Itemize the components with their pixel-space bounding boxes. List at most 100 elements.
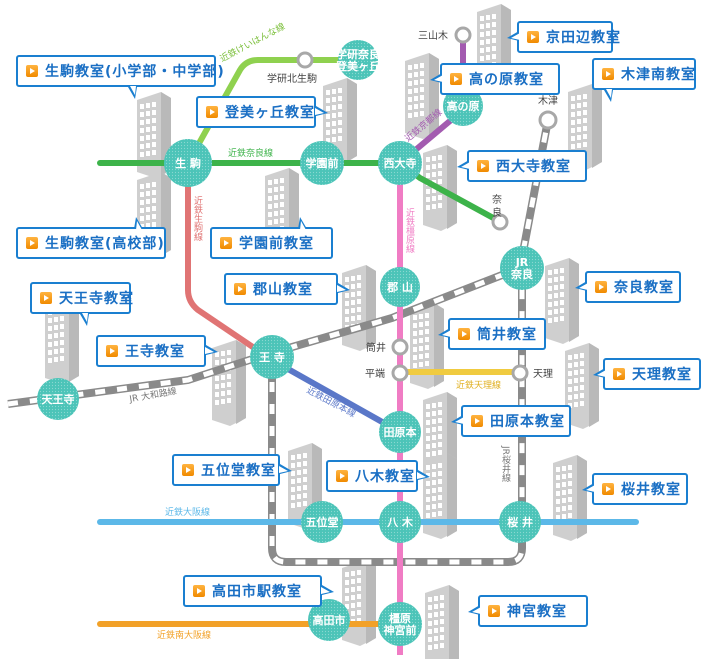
station-disc-texture — [380, 267, 420, 307]
classroom-label: 高田市駅教室 — [212, 584, 302, 600]
classroom-link-saidaiji[interactable]: 西大寺教室 — [457, 150, 587, 182]
classroom-link-sakurai[interactable]: 桜井教室 — [582, 473, 688, 505]
classroom-link-nara[interactable]: 奈良教室 — [575, 271, 681, 303]
classroom-label: 筒井教室 — [477, 327, 537, 343]
station-name: 五位堂 — [306, 515, 339, 529]
play-arrow-icon — [193, 585, 205, 597]
station-koriyama[interactable]: 郡 山 — [380, 267, 420, 307]
station-name: 学園前 — [306, 156, 339, 170]
classroom-link-takanohara[interactable]: 高の原教室 — [430, 63, 560, 95]
classroom-label: 田原本教室 — [490, 414, 565, 430]
station-name: 天王寺 — [42, 392, 75, 406]
classroom-link-jingu[interactable]: 神宮教室 — [468, 595, 588, 627]
station-name: 桜 井 — [507, 515, 533, 529]
minor-station-kizu[interactable]: 木津 — [538, 95, 558, 130]
classroom-link-tsutsui[interactable]: 筒井教室 — [438, 318, 546, 350]
play-arrow-icon — [471, 415, 483, 427]
building-icon — [553, 455, 587, 541]
station-label: 筒井 — [366, 341, 386, 354]
classroom-link-koriyama[interactable]: 郡山教室 — [224, 273, 350, 305]
station-label: 木津 — [538, 95, 558, 107]
station-label: 平端 — [365, 367, 385, 380]
station-tawaramoto[interactable]: 田原本 — [379, 411, 421, 453]
classroom-label: 奈良教室 — [614, 280, 674, 296]
building-icon — [342, 560, 376, 646]
line-label-minami-osaka: 近鉄南大阪線 — [157, 629, 211, 641]
play-arrow-icon — [527, 31, 539, 43]
station-name: 奈良 — [510, 267, 533, 281]
minor-station-tenri[interactable]: 天理 — [511, 364, 553, 382]
classroom-link-ikoma-jr[interactable]: 生駒教室(小学部・中学部) — [16, 55, 224, 99]
play-arrow-icon — [206, 106, 218, 118]
station-tennoji[interactable]: 天王寺 — [37, 378, 79, 420]
classroom-link-tomigaoka[interactable]: 登美ヶ丘教室 — [196, 96, 328, 128]
station-disc-texture — [500, 246, 544, 290]
classroom-link-kyotanabe[interactable]: 京田辺教室 — [507, 21, 620, 53]
station-disc-texture — [301, 501, 343, 543]
classroom-link-tennoji[interactable]: 天王寺教室 — [30, 282, 134, 326]
station-ikoma[interactable]: 生 駒 — [164, 139, 212, 187]
station-name: 王 寺 — [259, 350, 285, 364]
classroom-link-goido[interactable]: 五位堂教室 — [172, 454, 292, 486]
station-label: 奈 良 — [490, 193, 502, 218]
classroom-link-takadashi[interactable]: 高田市駅教室 — [183, 575, 334, 607]
play-arrow-icon — [613, 368, 625, 380]
play-arrow-icon — [458, 328, 470, 340]
station-label: 天理 — [533, 368, 553, 380]
play-arrow-icon — [26, 237, 38, 249]
classroom-label: 神宮教室 — [507, 604, 567, 620]
classroom-link-tenri[interactable]: 天理教室 — [593, 358, 701, 390]
station-oji[interactable]: 王 寺 — [250, 335, 294, 379]
play-arrow-icon — [336, 470, 348, 482]
station-disc-texture — [300, 141, 344, 185]
play-arrow-icon — [477, 160, 489, 172]
station-disc-texture — [443, 86, 483, 126]
classroom-link-tawaramoto[interactable]: 田原本教室 — [451, 405, 571, 437]
classroom-link-oji[interactable]: 王寺教室 — [96, 335, 218, 367]
classroom-link-ikoma-hs[interactable]: 生駒教室(高校部) — [16, 217, 166, 259]
station-saidaiji[interactable]: 西大寺 — [378, 141, 422, 185]
station-disc-texture — [379, 411, 421, 453]
classroom-label: 生駒教室(高校部) — [45, 236, 165, 252]
station-label: 学研北生駒 — [267, 72, 317, 85]
station-yagi[interactable]: 八 木 — [379, 501, 421, 543]
play-arrow-icon — [106, 345, 118, 357]
station-name: 高の原 — [447, 99, 480, 113]
station-disc-texture — [250, 335, 294, 379]
classroom-link-gakuenmae[interactable]: 学園前教室 — [210, 217, 333, 259]
building-icon — [425, 585, 459, 659]
classroom-label: 桜井教室 — [621, 482, 681, 498]
classroom-link-kizuminami[interactable]: 木津南教室 — [592, 58, 696, 102]
classroom-label: 五位堂教室 — [201, 463, 276, 479]
play-arrow-icon — [40, 292, 52, 304]
station-ring-icon — [391, 364, 409, 382]
minor-station-kintetsu-nara[interactable]: 奈 良 — [490, 193, 509, 231]
line-label-ikoma: 近鉄生駒線 — [192, 195, 203, 241]
minor-station-tsutsui[interactable]: 筒井 — [366, 338, 409, 356]
classroom-label: 学園前教室 — [239, 236, 314, 252]
classroom-label: 八木教室 — [355, 469, 415, 485]
minor-station-yamadagawa[interactable]: 三山木 — [418, 26, 472, 44]
station-ring-icon — [491, 213, 509, 231]
station-disc-texture — [37, 378, 79, 420]
station-name: JR — [515, 256, 529, 269]
building-icon — [410, 303, 444, 389]
station-goido[interactable]: 五位堂 — [301, 501, 343, 543]
station-gakuenmae[interactable]: 学園前 — [300, 141, 344, 185]
station-takadashi[interactable]: 高田市 — [308, 599, 350, 641]
minor-station-hirahata[interactable]: 平端 — [365, 364, 409, 382]
minor-station-gakken-kita-ikoma[interactable]: 学研北生駒 — [267, 51, 317, 85]
station-takanohara[interactable]: 高の原 — [443, 86, 483, 126]
building-icon — [423, 453, 457, 539]
station-name: 西大寺 — [384, 156, 417, 170]
line-kintetsu-keihanna — [185, 57, 360, 165]
station-sakurai[interactable]: 桜 井 — [499, 501, 541, 543]
classroom-label: 天王寺教室 — [59, 291, 134, 307]
classroom-link-yagi[interactable]: 八木教室 — [326, 460, 430, 492]
play-arrow-icon — [26, 65, 38, 77]
play-arrow-icon — [450, 73, 462, 85]
